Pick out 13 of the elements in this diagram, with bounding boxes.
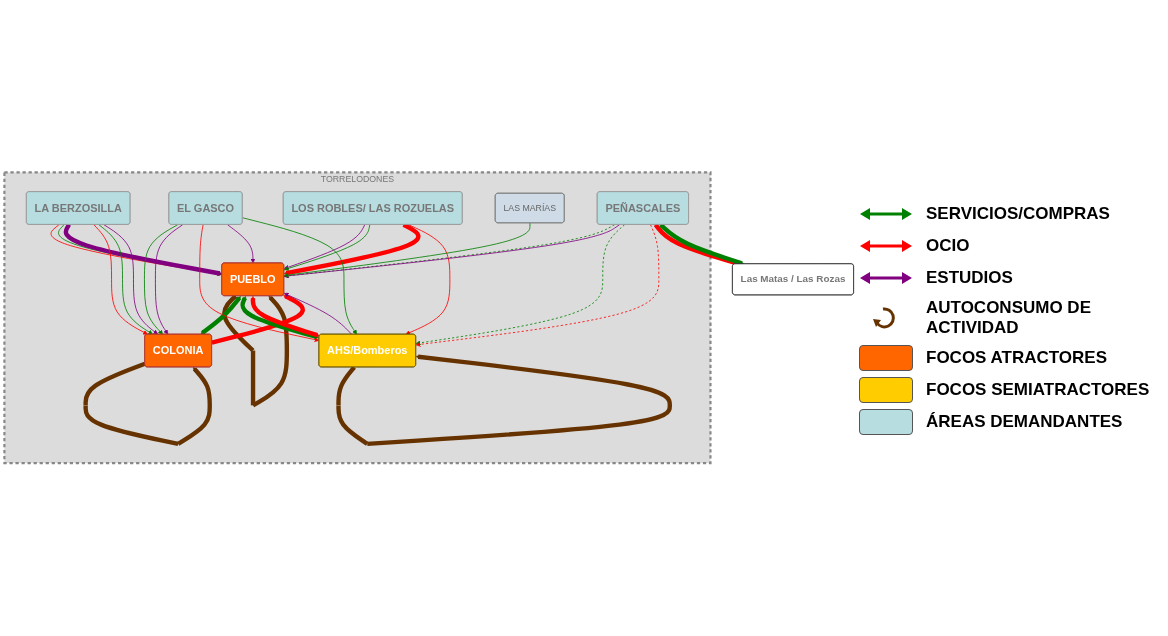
arrow (240, 296, 320, 340)
arrow (200, 296, 242, 336)
arrow (83, 361, 212, 447)
arrow (250, 296, 320, 338)
legend-label: OCIO (926, 236, 970, 256)
arrow (211, 294, 305, 345)
legend-label: ÁREAS DEMANDANTES (926, 412, 1123, 432)
legend-label: AUTOCONSUMO DE ACTIVIDAD (926, 298, 1092, 338)
legend-label: SERVICIOS/COMPRAS (926, 204, 1110, 224)
legend-label: FOCOS SEMIATRACTORES (926, 380, 1150, 400)
arrow (336, 354, 672, 447)
legend-label: ESTUDIOS (926, 268, 1013, 288)
legend-label: FOCOS ATRACTORES (926, 348, 1108, 368)
